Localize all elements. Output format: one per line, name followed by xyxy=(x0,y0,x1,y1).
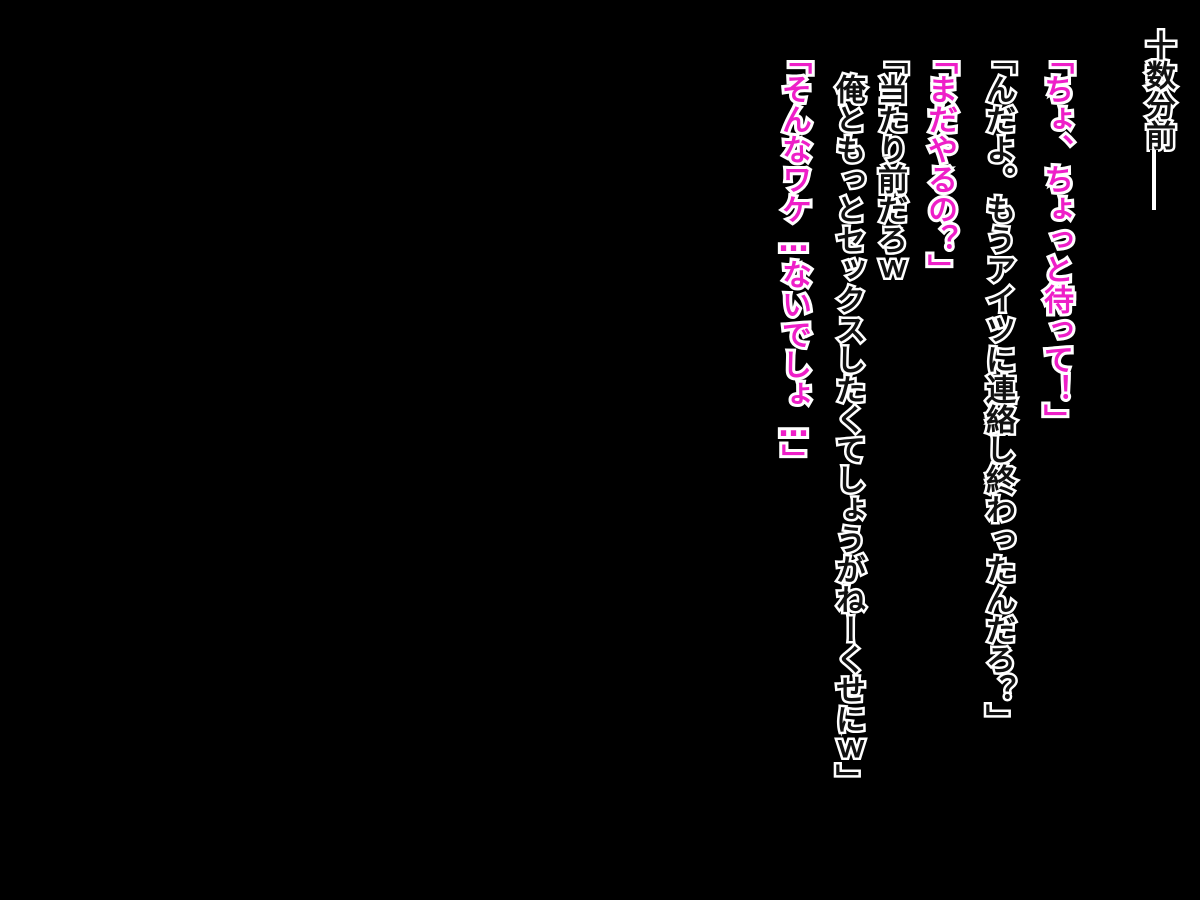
narration-dash xyxy=(1150,150,1158,210)
dialogue-line-5: 俺ともっとセックスしたくてしょうがねーくせにｗ」 xyxy=(828,72,868,797)
dialogue-line-2: 「んだよ。もうアイツに連絡し終わったんだろ？」 xyxy=(978,42,1018,737)
narration-time-label: 十数分前 xyxy=(1138,28,1178,153)
dialogue-line-4: 「当たり前だろｗ xyxy=(870,42,910,287)
dialogue-line-1: 「ちょ、ちょっと待って！」 xyxy=(1035,41,1076,437)
dialogue-line-6: 「そんなワケ…ないでしょ…」 xyxy=(773,41,814,477)
dialogue-line-3: 「まだやるの？」 xyxy=(919,41,960,287)
